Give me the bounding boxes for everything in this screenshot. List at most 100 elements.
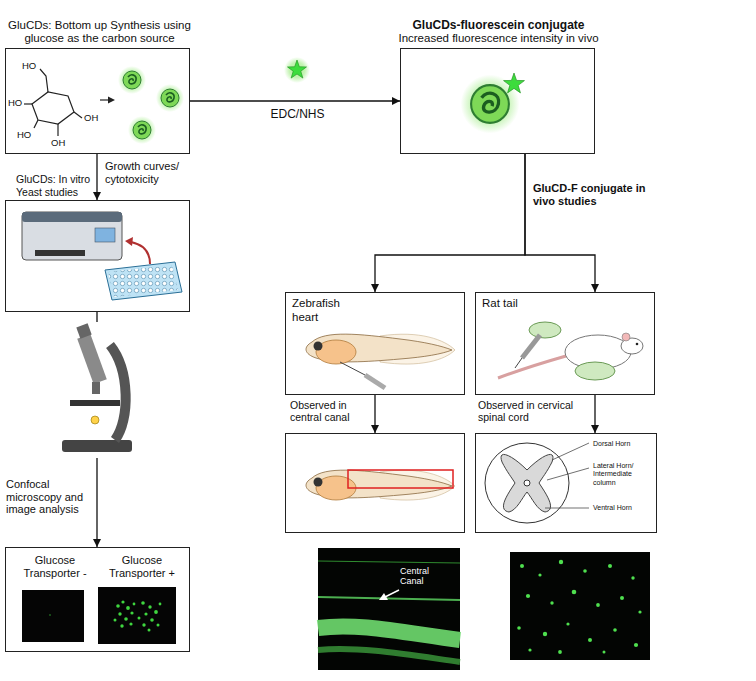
spinal-confocal-image bbox=[520, 564, 524, 568]
zebrafish-injection bbox=[365, 375, 385, 388]
transporter-positive-image bbox=[116, 604, 120, 608]
glucose-structure bbox=[32, 92, 74, 124]
transporter-positive-image bbox=[148, 629, 151, 632]
rat-injection bbox=[636, 343, 639, 346]
spinal-confocal-image bbox=[543, 632, 547, 636]
zebrafish-central-canal bbox=[348, 470, 453, 488]
spinal-confocal-image bbox=[638, 610, 641, 613]
transporter-positive-image bbox=[157, 624, 160, 627]
plate-reader bbox=[108, 265, 178, 297]
conjugate-dot bbox=[504, 73, 525, 93]
transporter-positive-image bbox=[141, 601, 145, 605]
chemical-group: OH bbox=[51, 138, 71, 149]
transporter-positive-image bbox=[133, 603, 136, 606]
microscope bbox=[60, 322, 140, 458]
spinal-confocal-image bbox=[588, 638, 592, 642]
transporter-positive-image bbox=[154, 610, 158, 614]
heading-group: GluCDs: Bottom up Synthesis using glucos… bbox=[2, 19, 197, 46]
chemical-group: HO bbox=[22, 61, 42, 72]
zebrafish-injection bbox=[340, 362, 365, 375]
spinal-confocal-image bbox=[583, 569, 587, 573]
glucose-structure bbox=[24, 103, 32, 104]
node-label: Glucose Transporter - bbox=[12, 554, 98, 580]
zebrafish-central-canal bbox=[306, 470, 455, 500]
zebrafish-confocal-image bbox=[318, 626, 460, 640]
node-heading: GluCDs: In vitro Yeast studies bbox=[16, 173, 94, 198]
microscope bbox=[76, 323, 91, 338]
rat-injection bbox=[529, 322, 561, 338]
zebrafish-confocal-image bbox=[318, 561, 460, 563]
spinal-cord-section bbox=[485, 443, 569, 523]
plate-reader bbox=[35, 250, 85, 256]
spinal-confocal-image bbox=[631, 576, 634, 579]
transporter-positive-image bbox=[126, 606, 130, 610]
glucose-structure bbox=[34, 120, 38, 128]
spinal-confocal-image bbox=[634, 643, 638, 647]
node-label: Glucose Transporter + bbox=[99, 554, 185, 580]
spinal-confocal-image bbox=[559, 560, 563, 564]
spinal-confocal-image bbox=[608, 564, 612, 568]
carbon-dots bbox=[118, 66, 146, 94]
flow-arrow bbox=[525, 154, 595, 292]
zebrafish-injection bbox=[306, 334, 455, 364]
diagram-box: GluCDs-fluorescein conjugateIncreased fl… bbox=[400, 48, 595, 154]
edge-label: Growth curves/ cytotoxicity bbox=[105, 160, 190, 185]
node-heading: Increased fluorescence intensity in vivo bbox=[376, 32, 621, 46]
free-fluorescein-star bbox=[284, 57, 310, 83]
plate-reader bbox=[125, 237, 133, 246]
transporter-positive-image bbox=[120, 624, 123, 627]
microscope bbox=[70, 400, 120, 406]
plate-reader bbox=[131, 242, 150, 264]
spinal-cord-section bbox=[501, 454, 553, 512]
spinal-confocal-image bbox=[613, 628, 617, 632]
transporter-positive-image bbox=[159, 603, 162, 606]
glucose-structure bbox=[40, 69, 48, 92]
rat-injection bbox=[575, 362, 615, 380]
spinal-confocal-image bbox=[596, 603, 600, 607]
transporter-negative-image bbox=[22, 590, 84, 642]
spinal-cord-section bbox=[545, 508, 589, 509]
rat-injection bbox=[498, 322, 643, 380]
carbon-dots bbox=[118, 66, 184, 144]
plate-reader bbox=[22, 212, 122, 260]
transporter-positive-image bbox=[142, 623, 145, 626]
spinal-confocal-image bbox=[550, 601, 553, 604]
carbon-dots bbox=[128, 116, 156, 144]
transporter-positive-image bbox=[144, 612, 147, 615]
spinal-cord-section bbox=[524, 480, 530, 486]
transporter-positive-image bbox=[138, 617, 141, 620]
spinal-confocal-image bbox=[620, 596, 624, 600]
annotation: Central Canal bbox=[400, 566, 455, 587]
microscope bbox=[91, 416, 99, 424]
microscope bbox=[62, 440, 132, 452]
spinal-cord-section bbox=[485, 443, 589, 523]
spinal-confocal-image bbox=[528, 648, 531, 651]
transporter-negative-image bbox=[22, 590, 84, 642]
transporter-positive-image bbox=[98, 587, 176, 644]
spinal-confocal-image bbox=[510, 552, 650, 660]
plate-reader bbox=[105, 262, 182, 300]
spinal-confocal-image bbox=[517, 560, 641, 654]
glucose-structure bbox=[57, 124, 58, 136]
conjugate-dot bbox=[461, 73, 525, 133]
zebrafish-injection bbox=[306, 334, 455, 388]
edge-label: Observed in cervical spinal cord bbox=[478, 399, 590, 423]
spinal-confocal-image bbox=[510, 552, 650, 660]
spinal-confocal-image bbox=[538, 573, 541, 576]
transporter-negative-image bbox=[49, 614, 51, 616]
plate-reader bbox=[22, 212, 122, 222]
rat-injection bbox=[622, 333, 630, 341]
diagram-box: Rat tail bbox=[475, 292, 655, 395]
rat-injection bbox=[522, 335, 540, 358]
spinal-cord-section bbox=[547, 468, 589, 480]
zebrafish-central-canal bbox=[306, 470, 455, 500]
node-label: Lateral Horn/ Intermediate column bbox=[593, 462, 653, 487]
transporter-positive-image bbox=[124, 617, 128, 621]
transporter-positive-image bbox=[114, 600, 162, 631]
transporter-positive-image bbox=[130, 611, 133, 614]
synthesis-arrow bbox=[108, 97, 115, 104]
microscope bbox=[77, 334, 107, 384]
flow-arrow bbox=[594, 395, 595, 433]
